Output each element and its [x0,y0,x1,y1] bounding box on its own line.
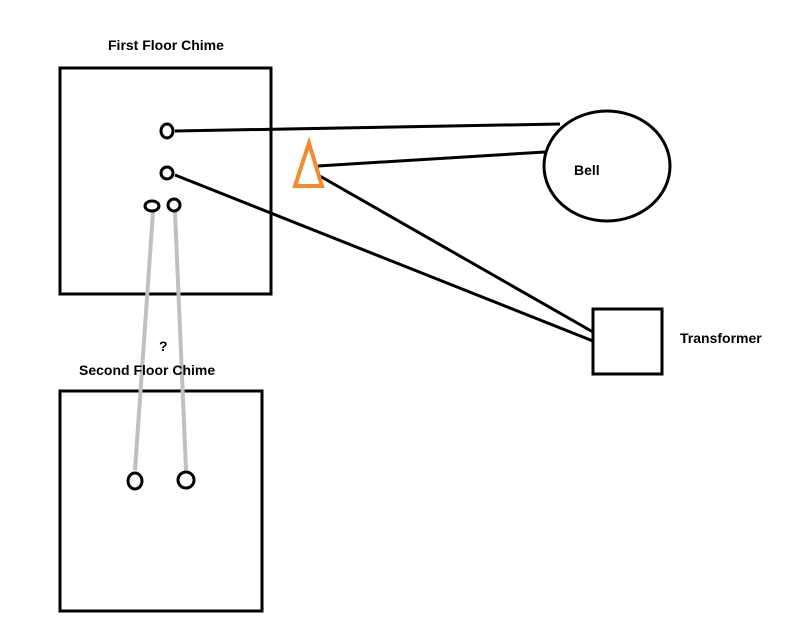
second-floor-chime-label: Second Floor Chime [79,362,215,378]
bell-ellipse [542,109,672,223]
terminal-second-1 [126,471,144,491]
transformer-label: Transformer [680,330,762,346]
terminal-first-2 [159,165,175,181]
second-floor-chime-box [58,389,264,613]
unknown-wire-right [173,211,188,471]
wire-chime-to-transformer [174,173,594,343]
terminal-first-3 [143,199,161,213]
transformer-box [591,307,664,376]
first-floor-chime-label: First Floor Chime [108,37,224,53]
first-floor-chime-box [58,66,273,296]
triangle-button-icon [292,136,325,188]
terminal-first-4 [166,197,182,213]
wire-chime-to-bell [174,122,561,133]
wire-button-to-transformer [317,173,594,334]
unknown-wire-left [133,211,155,471]
unknown-connection-label: ? [159,338,168,354]
terminal-second-2 [176,470,196,490]
terminal-first-1 [159,122,175,140]
bell-label: Bell [574,162,600,178]
wire-button-to-bell [317,150,546,168]
